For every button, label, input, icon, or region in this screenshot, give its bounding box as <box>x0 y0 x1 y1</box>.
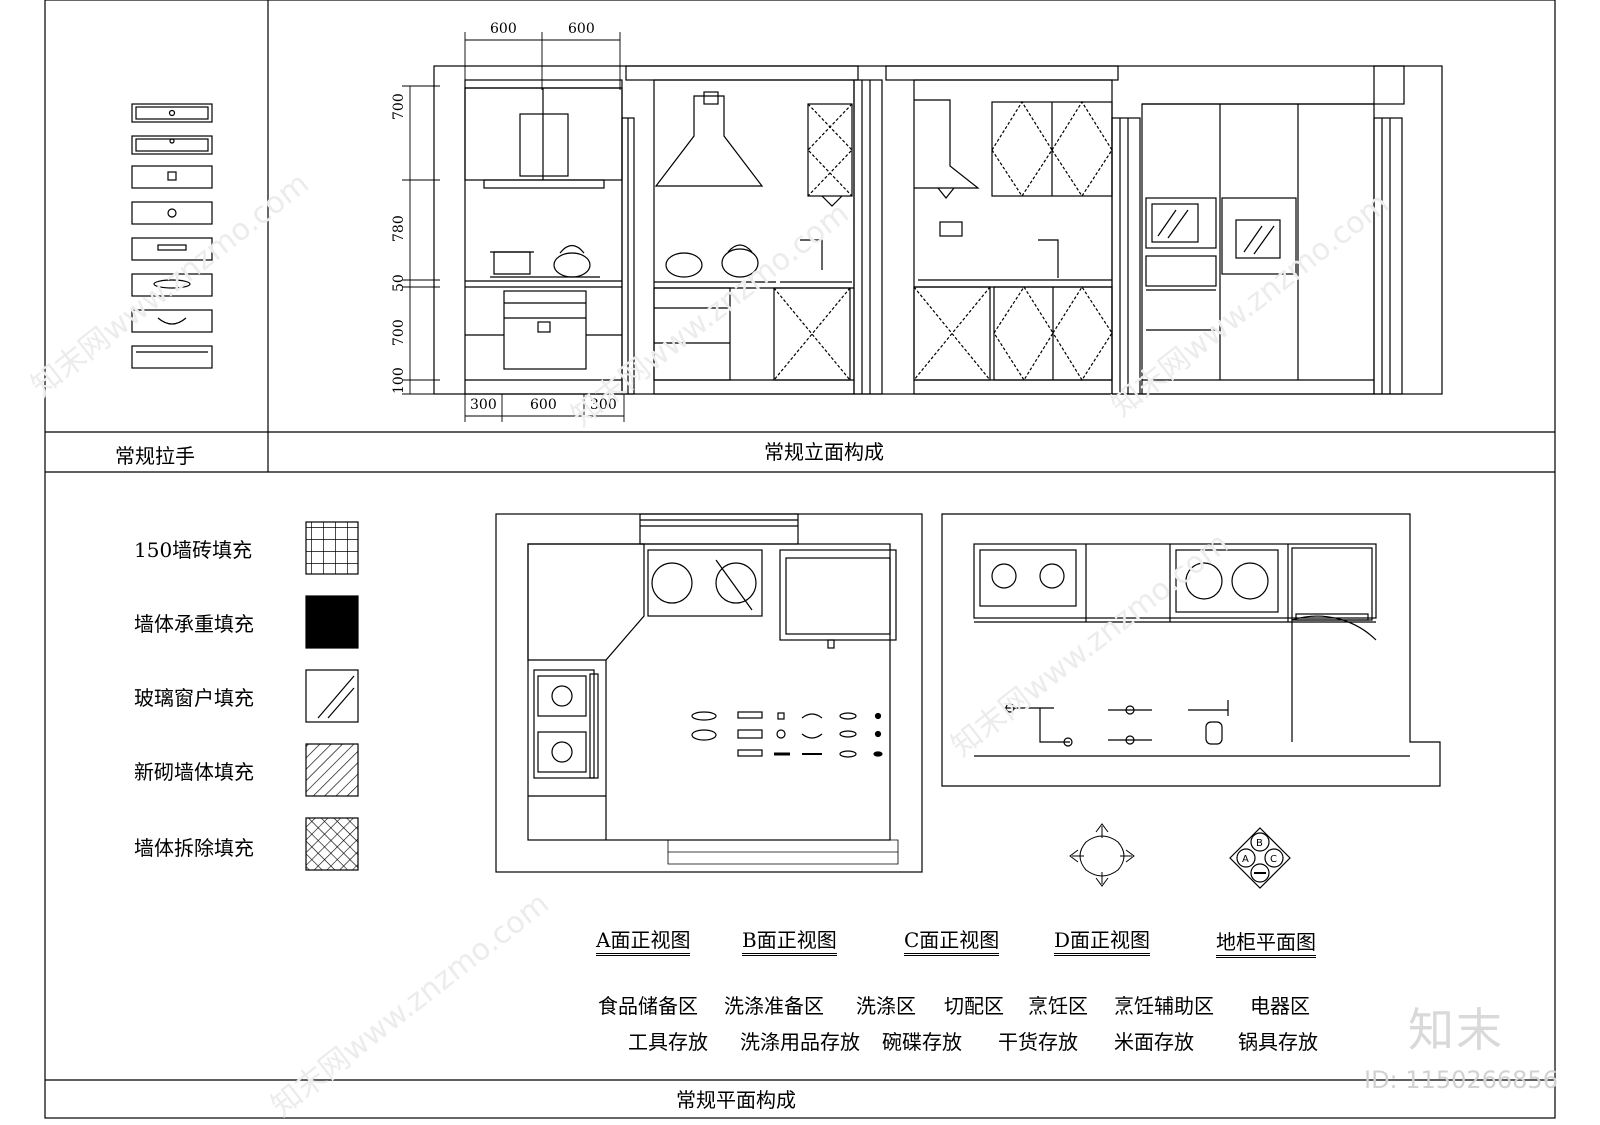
plan-left <box>495 513 923 873</box>
zone-4: 切配区 <box>944 994 1004 1018</box>
storage-3: 碗碟存放 <box>882 1030 962 1054</box>
compass-label-a: A <box>1242 854 1249 865</box>
dim-bottom-2: 600 <box>530 397 557 413</box>
caption-view-b: B面正视图 <box>742 930 837 956</box>
legend-label-hatch: 新砌墙体填充 <box>134 760 254 784</box>
legend-label-grid: 150墙砖填充 <box>134 538 253 562</box>
storage-5: 米面存放 <box>1114 1030 1194 1054</box>
plan-right <box>941 513 1441 787</box>
watermark-id: ID: 1150266856 <box>1364 1066 1558 1094</box>
dim-side-4: 700 <box>391 319 407 346</box>
plan-section-title: 常规平面构成 <box>676 1088 796 1112</box>
elevation-c <box>885 65 1141 395</box>
handle-icons-cluster <box>691 711 883 758</box>
outer-frame <box>44 0 1556 1119</box>
caption-view-d: D面正视图 <box>1054 930 1151 956</box>
dim-side-2: 780 <box>391 215 407 242</box>
elevation-section-title: 常规立面构成 <box>764 440 884 464</box>
zone-3: 洗涤区 <box>856 994 916 1018</box>
zone-2: 洗涤准备区 <box>724 994 824 1018</box>
dim-top-2: 600 <box>568 21 595 37</box>
compass-symbol <box>1229 827 1291 889</box>
compass-label-b: B <box>1256 838 1263 849</box>
dim-bottom-3: 300 <box>590 397 617 413</box>
caption-view-c: C面正视图 <box>904 930 1000 956</box>
caption-base-cabinet-plan: 地柜平面图 <box>1216 932 1316 958</box>
zone-7: 电器区 <box>1250 994 1310 1018</box>
storage-2: 洗涤用品存放 <box>740 1030 860 1054</box>
elevation-a <box>433 65 1443 395</box>
caption-view-a: A面正视图 <box>596 930 691 956</box>
dim-side-5: 100 <box>391 367 407 394</box>
elevation-d <box>1141 65 1405 395</box>
zone-5: 烹饪区 <box>1028 994 1088 1018</box>
dim-side-1: 700 <box>391 93 407 120</box>
storage-6: 锅具存放 <box>1238 1030 1318 1054</box>
legend-swatches <box>305 521 359 871</box>
zone-6: 烹饪辅助区 <box>1114 994 1214 1018</box>
direction-symbol <box>1069 823 1135 887</box>
dim-top-1: 600 <box>490 21 517 37</box>
compass-label-c: C <box>1270 854 1277 865</box>
elevation-dimensions <box>402 32 625 422</box>
legend-label-glass: 玻璃窗户填充 <box>134 686 254 710</box>
handles-section-title: 常规拉手 <box>115 444 195 468</box>
dim-side-3: 50 <box>391 274 407 292</box>
dim-bottom-1: 300 <box>470 397 497 413</box>
zone-1: 食品储备区 <box>598 994 698 1018</box>
watermark-logo: 知末 <box>1408 1003 1504 1057</box>
elevation-b <box>625 65 883 395</box>
storage-4: 干货存放 <box>998 1030 1078 1054</box>
handle-samples <box>131 103 213 369</box>
legend-label-solid: 墙体承重填充 <box>134 612 254 636</box>
legend-label-cross: 墙体拆除填充 <box>134 836 254 860</box>
storage-1: 工具存放 <box>628 1030 708 1054</box>
